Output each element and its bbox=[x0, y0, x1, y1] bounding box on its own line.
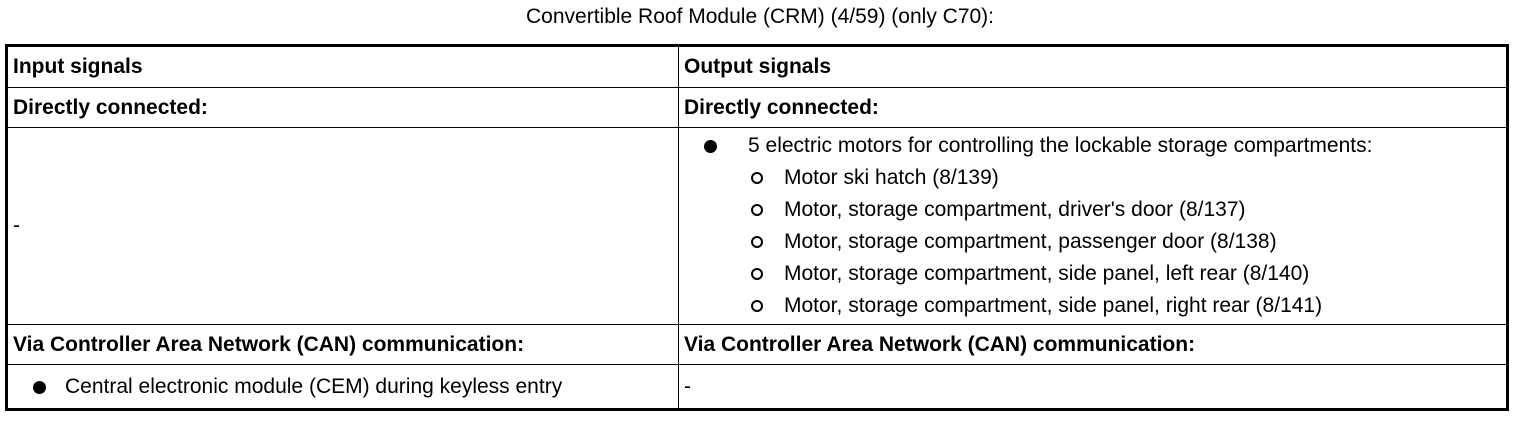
list-item: Central electronic module (CEM) during k… bbox=[13, 371, 673, 403]
can-output-label: Via Controller Area Network (CAN) commun… bbox=[678, 324, 1508, 365]
output-list: 5 electric motors for controlling the lo… bbox=[684, 130, 1501, 322]
table-row-can-values: Central electronic module (CEM) during k… bbox=[6, 364, 1508, 410]
output-item-label: 5 electric motors for controlling the lo… bbox=[748, 134, 1373, 157]
header-input-signals: Input signals bbox=[6, 45, 679, 88]
list-item: Motor, storage compartment, passenger do… bbox=[748, 226, 1501, 258]
list-item: Motor, storage compartment, driver's doo… bbox=[748, 194, 1501, 226]
direct-output-cell: 5 electric motors for controlling the lo… bbox=[678, 127, 1508, 325]
output-sublist: Motor ski hatch (8/139) Motor, storage c… bbox=[748, 162, 1501, 322]
table-header-row: Input signals Output signals bbox=[6, 45, 1508, 88]
direct-output-label: Directly connected: bbox=[678, 87, 1508, 128]
list-item: 5 electric motors for controlling the lo… bbox=[684, 130, 1501, 322]
section-row-can: Via Controller Area Network (CAN) commun… bbox=[6, 324, 1508, 365]
direct-input-label: Directly connected: bbox=[6, 87, 679, 128]
signals-table: Input signals Output signals Directly co… bbox=[5, 44, 1509, 411]
table-row-direct-values: - 5 electric motors for controlling the … bbox=[6, 127, 1508, 325]
can-input-label: Via Controller Area Network (CAN) commun… bbox=[6, 324, 679, 365]
list-item: Motor ski hatch (8/139) bbox=[748, 162, 1501, 194]
input-list: Central electronic module (CEM) during k… bbox=[13, 371, 673, 403]
can-input-cell: Central electronic module (CEM) during k… bbox=[6, 364, 679, 410]
list-item: Motor, storage compartment, side panel, … bbox=[748, 258, 1501, 290]
table-caption: Convertible Roof Module (CRM) (4/59) (on… bbox=[526, 5, 994, 28]
header-output-signals: Output signals bbox=[678, 45, 1508, 88]
list-item: Motor, storage compartment, side panel, … bbox=[748, 290, 1501, 322]
can-output-value: - bbox=[678, 364, 1508, 410]
section-row-direct: Directly connected: Directly connected: bbox=[6, 87, 1508, 128]
direct-input-value: - bbox=[6, 127, 679, 325]
